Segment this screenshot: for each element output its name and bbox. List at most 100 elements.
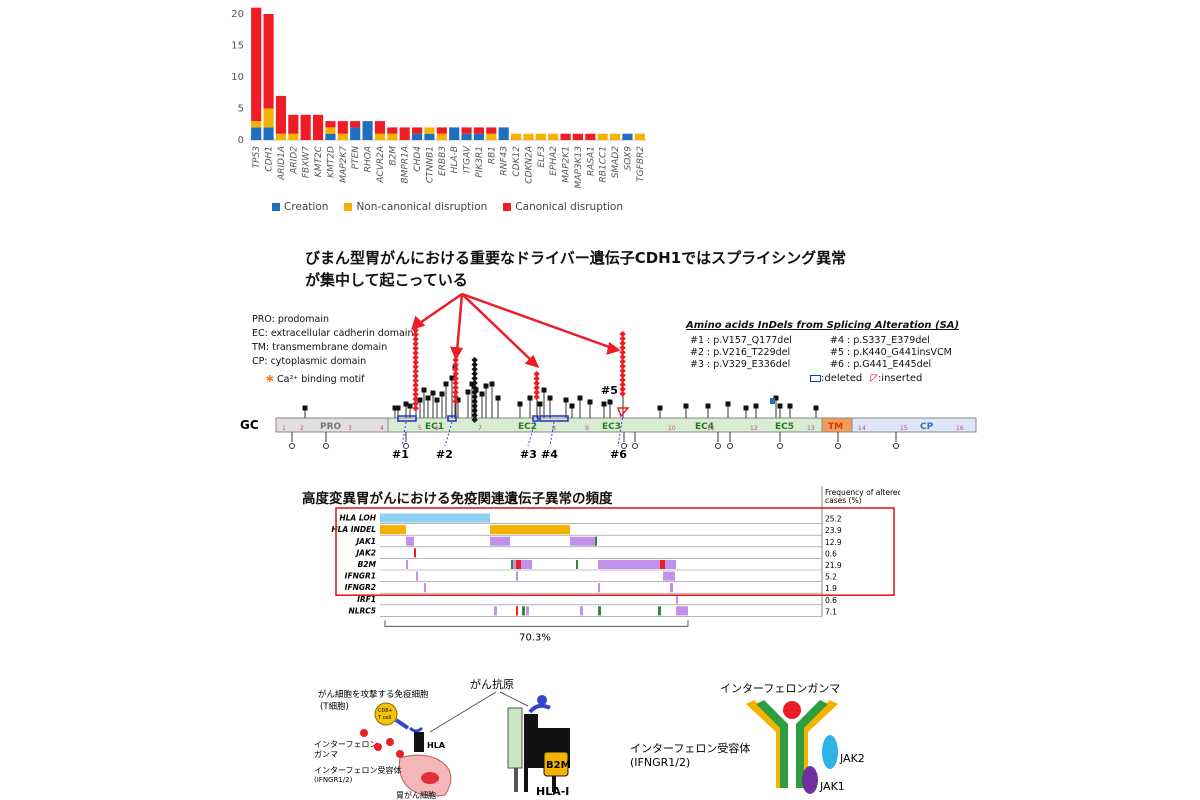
deleted-region-2 [447,415,457,422]
alteration-segment [665,559,676,569]
lollipop-head [495,395,501,401]
bar-segment [263,14,274,109]
gene-label: B2M [358,560,377,569]
antigen-label: がん抗原 [470,677,514,691]
x-tick-label: MAP3K13 [574,146,584,189]
b2m-label: B2M [546,760,571,771]
cdh1-heading-line2: が集中して起こっている [305,271,468,289]
def-pro: PRO: prodomain [252,314,329,325]
cancer-cell-label: 胃がん細胞 [396,790,436,800]
lollipop-head [547,395,553,401]
hla-alpha-dark [524,714,538,768]
alteration-segment [670,583,673,593]
inserted-triangle-icon: ◸ [870,373,878,384]
bar-segment [523,133,534,140]
receptor-label: インターフェロン受容体 [314,765,402,775]
bar-segment [350,121,361,128]
ifng-dot [386,738,394,746]
freq-value: 7.1 [825,607,837,616]
lollipop-head [753,403,759,409]
bar-chart-legend: Creation Non-canonical disruption Canoni… [272,201,623,213]
x-tick-label: RASA1 [586,146,596,176]
lollipop-head-down [715,443,721,449]
mutation-diamond [533,375,540,382]
mutation-diamond [619,363,626,370]
deleted-region-3 [532,415,539,422]
x-tick-label: RNF43 [500,146,510,176]
lollipop-head [425,395,431,401]
cdh1-heading-line1: びまん型胃がんにおける重要なドライバー遺伝子CDH1ではスプライシング異常 [305,249,847,267]
gene-label: NLRC5 [348,606,376,615]
gene-label: HLA LOH [339,514,376,523]
x-tick-label: RHOA [364,146,374,172]
lollipop-head [417,397,423,403]
alteration-segment [598,583,600,593]
domain-ec2: EC2 [518,422,537,432]
mutation-diamond [619,358,626,365]
mutation-diamond [412,382,419,389]
lollipop-head [479,391,485,397]
sa-item: #5 : p.K440_G441insVCM [830,347,952,358]
mutation-diamond [471,393,478,400]
alteration-segment [658,606,661,616]
exon-number: 1 [282,425,286,432]
lollipop-head [439,391,445,397]
lollipop-head [577,395,583,401]
ifn-gamma-dot [783,701,801,719]
sa-list: #1 : p.V157_Q177del #4 : p.S337_E379del … [690,335,980,370]
mutation-diamond [619,372,626,379]
ifng-label: インターフェロン [314,740,378,749]
lollipop-head [407,403,413,409]
lollipop-head [563,397,569,403]
alteration-segment [676,606,688,616]
lollipop-head [473,387,479,393]
x-tick-label: MAP2K7 [339,146,349,183]
def-cp: CP: cytoplasmic domain [252,356,367,367]
exon-number: 12 [750,425,758,432]
lollipop-head [430,390,436,396]
freq-header: cases (%) [825,496,862,505]
domain-cp: CP [920,422,934,432]
ifng-dot [360,729,368,737]
bar-segment [411,133,423,140]
sa-title: Amino acids InDels from Splicing Alterat… [686,320,960,331]
alteration-segment [516,571,518,581]
y-tick-label: 0 [238,135,244,146]
alteration-segment [576,559,578,569]
bar-segment [374,121,386,134]
bar-segment [275,133,287,140]
lollipop-head [489,381,495,387]
mutation-diamond [471,412,478,419]
bar-segment [325,121,336,128]
exon-number: 16 [956,425,964,432]
x-tick-label: CDKN2A [524,146,534,184]
hla-stem [514,768,518,792]
mutation-diamond [452,370,459,377]
indel-legend: :deleted ◸:inserted [810,373,980,384]
y-tick-label: 20 [231,9,244,20]
marker-2: #2 [436,448,453,461]
mutation-diamond [471,366,478,373]
domain-ec5: EC5 [775,422,794,432]
x-tick-label: TGFBR2 [636,146,646,182]
hla-alpha-light [507,707,523,769]
lollipop-head [587,399,593,405]
marker-1: #1 [392,448,409,461]
jak2-shape [822,735,838,769]
lollipop-head [537,401,543,407]
exon-number: 11 [707,425,715,432]
freq-value: 1.9 [825,584,837,593]
alteration-segment [424,583,426,593]
lollipop-head [483,383,489,389]
bar-segment [411,127,423,134]
mutation-diamond [412,386,419,393]
lollipop-head-down [893,443,899,449]
lollipop-head [469,381,475,387]
x-tick-label: EPHA2 [549,146,559,176]
lollipop-head-down [632,443,638,449]
lollipop-head [777,403,783,409]
def-tm: TM: transmembrane domain [252,342,388,353]
alteration-segment [380,525,406,535]
gene-label: HLA INDEL [331,525,376,534]
